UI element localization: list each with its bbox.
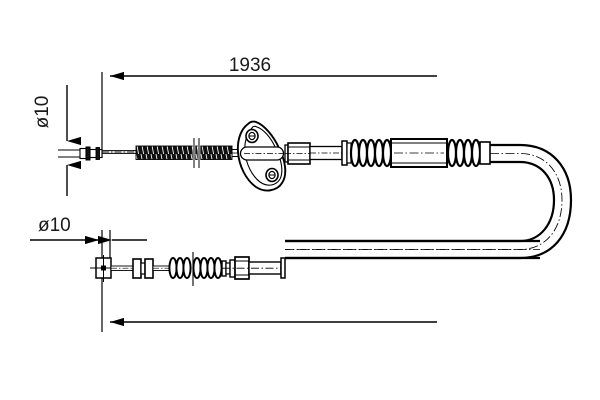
upper-cable-end-fitting (79, 146, 136, 161)
triangular-mounting-bracket (236, 120, 287, 192)
upper-cable-assembly (79, 120, 491, 192)
cable-break-symbol (192, 138, 201, 168)
upper-diameter-dimension: ø10 (32, 85, 98, 196)
lower-cable-assembly (90, 239, 540, 286)
lower-diameter-dimension: ø10 (30, 215, 147, 268)
lower-stop-collars (132, 258, 172, 279)
lower-ferrule-sleeve (221, 256, 284, 280)
upper-bellows-boot-front (349, 138, 393, 168)
lower-cable-eyelet-end (90, 255, 118, 282)
upper-bellows-boot-rear (446, 138, 491, 168)
upper-connecting-tube (309, 140, 352, 166)
upper-cylindrical-body (390, 138, 448, 168)
dimension-label-diameter-lower: ø10 (38, 215, 71, 236)
overall-length-dimension: 1936 (101, 55, 437, 158)
lower-outer-casing (280, 239, 540, 279)
cable-u-bend-curve (285, 143, 573, 260)
dimension-label-1936: 1936 (229, 55, 271, 76)
upper-corrugated-sheath (135, 145, 233, 160)
upper-ferrule-sleeve (284, 142, 314, 165)
lower-bellows-boot (168, 252, 223, 286)
lower-length-dimension (101, 278, 437, 332)
dimension-label-diameter-upper: ø10 (32, 96, 53, 129)
